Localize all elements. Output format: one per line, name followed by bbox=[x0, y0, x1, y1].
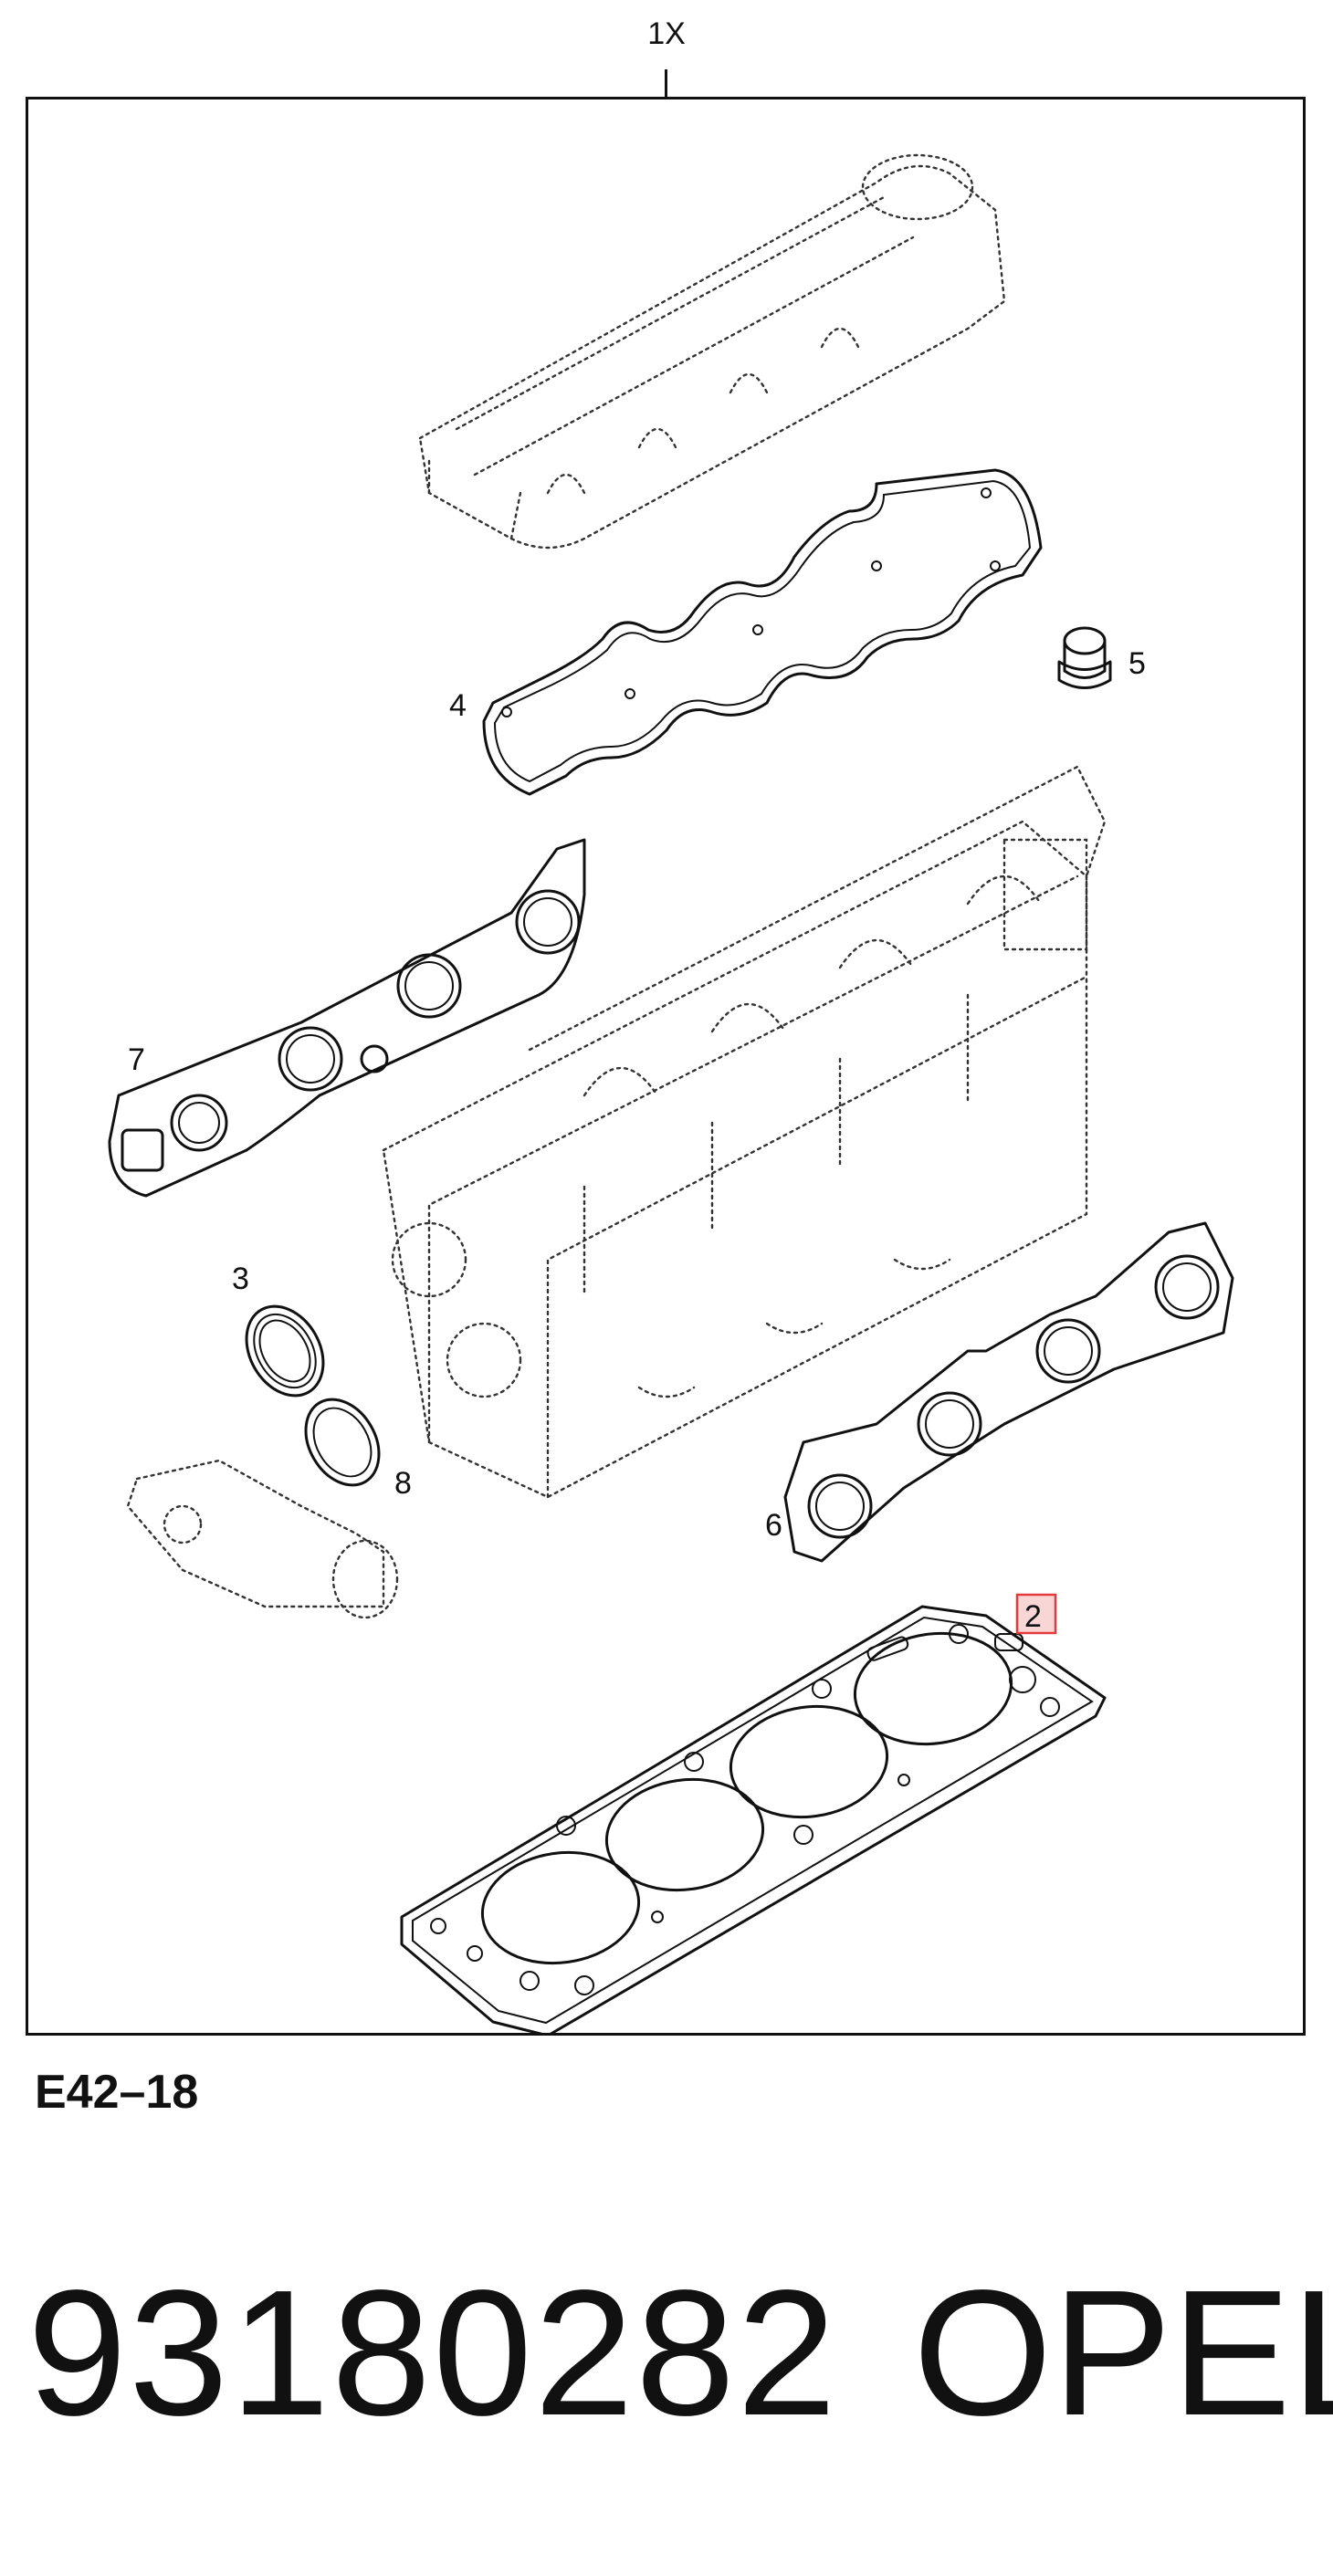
part-number: 93180282 bbox=[27, 2253, 839, 2453]
callout-label-4: 4 bbox=[449, 688, 467, 723]
exhaust-manifold-gasket bbox=[783, 1221, 1234, 1563]
callout-label-5: 5 bbox=[1128, 646, 1146, 681]
valve-cover-illustration bbox=[418, 153, 1006, 550]
cylinder-head-gasket bbox=[400, 1605, 1107, 2036]
oil-seal-small bbox=[304, 1398, 381, 1487]
callout-label-6: 6 bbox=[765, 1508, 782, 1543]
gasket-kit-diagram: 2 3 4 5 6 7 8 bbox=[108, 153, 1234, 2036]
callout-2-highlight-box bbox=[1015, 1593, 1057, 1635]
callout-label-2: 2 bbox=[1024, 1599, 1042, 1634]
diagram-reference-code: E42–18 bbox=[35, 2066, 199, 2119]
brand-name: OPEL bbox=[913, 2253, 1333, 2453]
thermostat-housing-illustration bbox=[126, 1459, 399, 1619]
callout-label-7: 7 bbox=[128, 1042, 145, 1077]
diagram-frame bbox=[26, 97, 1306, 2036]
callout-label-8: 8 bbox=[394, 1466, 412, 1501]
kit-leader-line bbox=[665, 69, 667, 99]
intake-manifold-gasket bbox=[108, 838, 586, 1198]
cylinder-head-illustration bbox=[382, 765, 1107, 1499]
callout-label-3: 3 bbox=[232, 1262, 249, 1296]
kit-quantity-label: 1X bbox=[647, 16, 686, 51]
valve-cover-gasket bbox=[482, 468, 1043, 796]
oil-plug bbox=[1057, 626, 1112, 689]
oil-seal-large bbox=[245, 1304, 325, 1398]
